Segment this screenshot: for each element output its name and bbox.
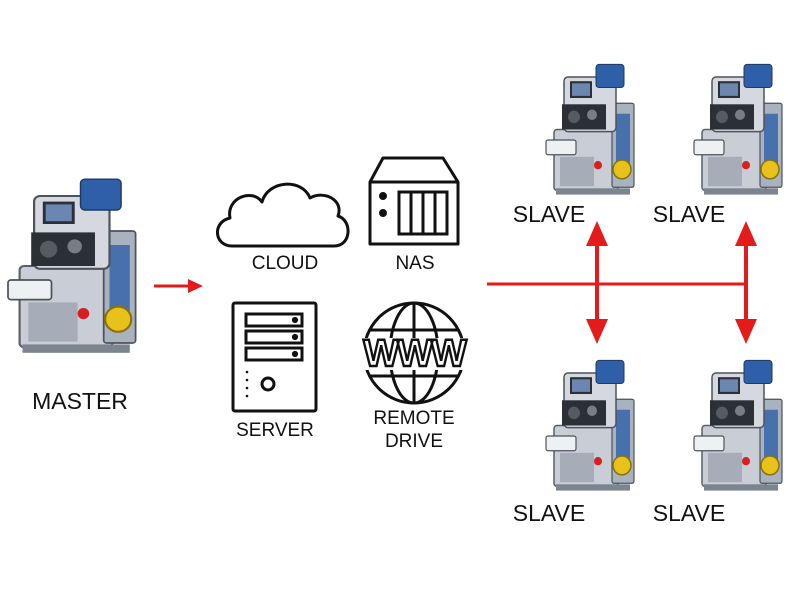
slave-top-left-label: SLAVE xyxy=(512,201,586,227)
slave-top-left-machine-icon xyxy=(545,63,635,196)
master-machine-icon xyxy=(6,178,137,354)
slave-bottom-left-label: SLAVE xyxy=(512,500,586,526)
www-text: WWW xyxy=(363,333,467,375)
cloud-label: CLOUD xyxy=(251,253,319,274)
slave-bottom-right-label: SLAVE xyxy=(652,500,726,526)
master-arrow xyxy=(154,279,203,293)
server-label: SERVER xyxy=(236,420,314,441)
nas-icon xyxy=(368,156,460,246)
slave-bottom-right-machine-icon xyxy=(693,359,783,492)
nas-label: NAS xyxy=(395,253,435,274)
slave-left-arrow xyxy=(586,221,608,344)
slave-top-right-label: SLAVE xyxy=(652,201,726,227)
slave-right-arrow xyxy=(735,221,757,344)
server-icon xyxy=(231,301,318,413)
remote-drive-label-line1: REMOTE xyxy=(373,408,455,429)
cloud-icon xyxy=(216,182,350,248)
www-backdrop xyxy=(350,338,478,370)
master-label: MASTER xyxy=(32,388,128,414)
slave-bottom-left-machine-icon xyxy=(545,359,635,492)
remote-drive-label: REMOTE DRIVE xyxy=(354,408,474,454)
remote-drive-label-line2: DRIVE xyxy=(384,430,444,452)
slave-top-right-machine-icon xyxy=(693,63,783,196)
